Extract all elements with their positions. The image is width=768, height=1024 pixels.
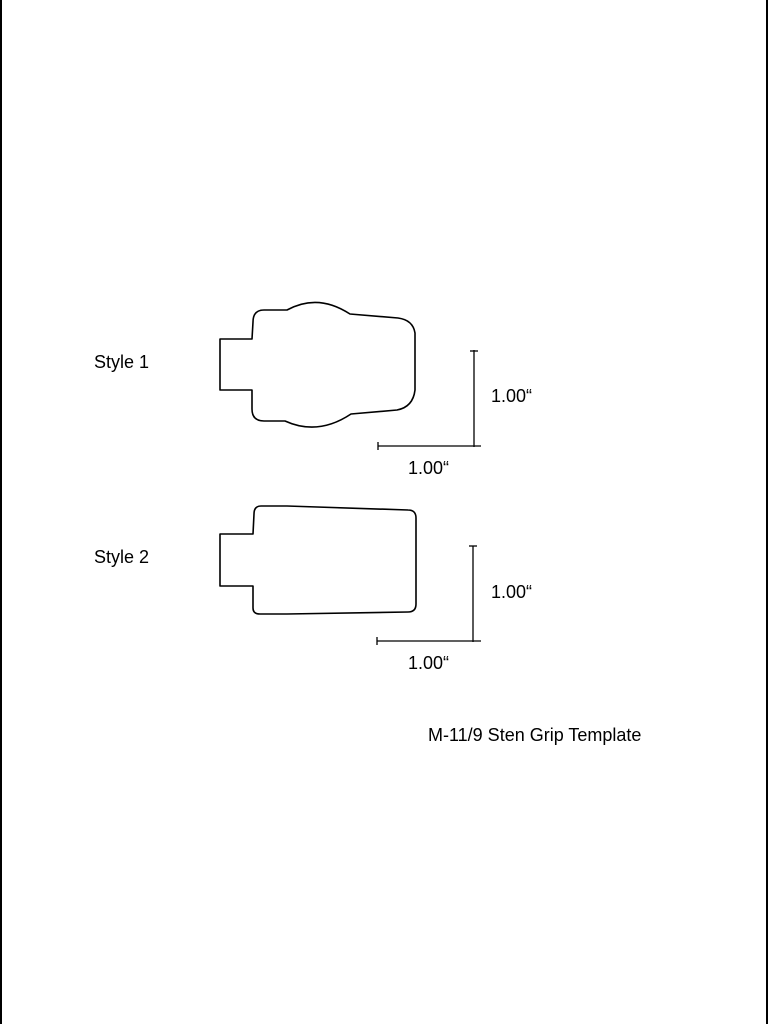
style-2-horizontal-dimension: 1.00“ <box>408 653 450 673</box>
template-title: M-11/9 Sten Grip Template <box>428 725 642 745</box>
style-2-vertical-dimension: 1.00“ <box>491 582 533 602</box>
style-2-grip-outline <box>219 505 417 615</box>
style-1-horizontal-dimension: 1.00“ <box>408 458 450 478</box>
style-1-vertical-dimension: 1.00“ <box>491 386 533 406</box>
style-1-grip-outline <box>219 301 416 428</box>
style-1-scale-bar <box>377 350 481 450</box>
style-2-label: Style 2 <box>94 547 150 567</box>
style-1-label: Style 1 <box>94 352 150 372</box>
style-2-scale-bar <box>376 545 481 645</box>
